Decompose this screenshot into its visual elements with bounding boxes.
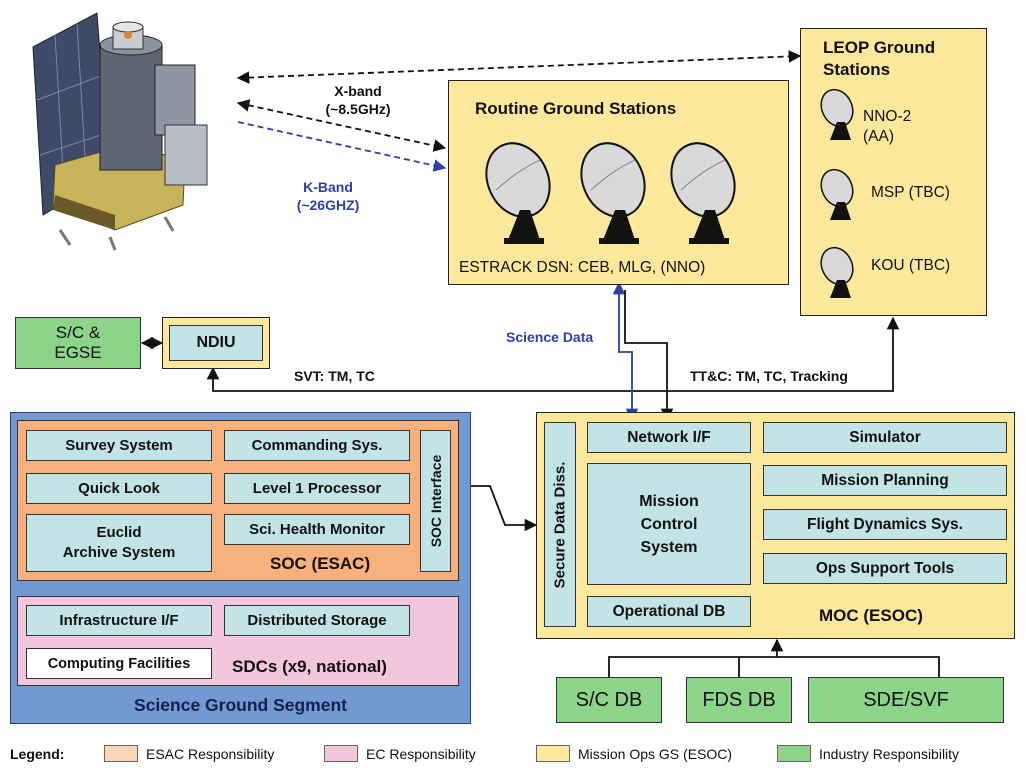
commanding-system-module: Commanding Sys. — [224, 430, 410, 461]
science-data-label: Science Data — [506, 329, 594, 345]
network-if-module: Network I/F — [587, 422, 751, 453]
level1-processor-module: Level 1 Processor — [224, 473, 410, 504]
spacecraft-illustration — [32, 12, 208, 251]
sc-egse-box: S/C & EGSE — [15, 317, 141, 369]
satellite-dish-icon — [580, 142, 646, 244]
legend-text-ec: EC Responsibility — [366, 746, 476, 762]
kband-frequency-label: (~26GHZ) — [296, 197, 360, 213]
xband-link-routine — [236, 99, 447, 152]
sgs-title: Science Ground Segment — [134, 694, 347, 715]
soc-interface-module: SOC Interface — [420, 430, 451, 572]
routine-dishes — [485, 142, 736, 244]
routine-caption: ESTRACK DSN: CEB, MLG, (NNO) — [459, 259, 706, 276]
xband-link-leop — [236, 50, 802, 84]
kband-link — [237, 121, 447, 172]
legend-text-esac: ESAC Responsibility — [146, 746, 275, 762]
sde-svf-box: SDE/SVF — [808, 677, 1004, 723]
sdc-title: SDCs (x9, national) — [232, 657, 387, 676]
routine-title: Routine Ground Stations — [475, 99, 677, 118]
legend-swatch-ec — [324, 745, 358, 762]
soc-title: SOC (ESAC) — [270, 554, 371, 573]
legend-swatch-esac — [104, 745, 138, 762]
svt-ttc-link — [206, 316, 900, 392]
legend-text-mission-ops: Mission Ops GS (ESOC) — [578, 746, 733, 762]
secure-data-dissemination-module: Secure Data Diss. — [544, 422, 576, 627]
ndiu-box: NDIU — [169, 325, 263, 361]
legend-label: Legend: — [10, 746, 65, 762]
satellite-dish-icon — [485, 142, 551, 244]
legend-text-industry: Industry Responsibility — [819, 746, 960, 762]
flight-dynamics-system-module: Flight Dynamics Sys. — [763, 509, 1007, 540]
euclid-archive-system-module: Euclid Archive System — [26, 514, 212, 572]
leop-station-kou: KOU (TBC) — [871, 257, 951, 274]
svt-label: SVT: TM, TC — [294, 368, 375, 384]
ops-support-tools-module: Ops Support Tools — [763, 553, 1007, 584]
leop-dishes — [820, 88, 854, 298]
science-data-link — [612, 281, 639, 422]
moc-title: MOC (ESOC) — [819, 606, 923, 625]
operational-db-module: Operational DB — [587, 596, 751, 627]
leop-station-nno2: NNO-2 (AA) — [863, 108, 912, 145]
sc-db-box: S/C DB — [556, 677, 662, 723]
leop-title: LEOP Ground Stations — [823, 38, 936, 79]
fds-db-box: FDS DB — [686, 677, 792, 723]
leop-station-msp: MSP (TBC) — [871, 184, 950, 201]
ttc-label: TT&C: TM, TC, Tracking — [690, 368, 848, 384]
mission-control-system-module: Mission Control System — [587, 463, 751, 585]
satellite-dish-icon — [820, 168, 854, 220]
routine-network-link — [624, 290, 674, 422]
satellite-dish-icon — [820, 246, 854, 298]
infrastructure-if-module: Infrastructure I/F — [26, 605, 212, 636]
xband-frequency-label: (~8.5GHz) — [325, 101, 391, 117]
db-bus — [608, 656, 940, 677]
xband-label: X-band — [334, 83, 382, 99]
survey-system-module: Survey System — [26, 430, 212, 461]
legend-swatch-industry — [777, 745, 811, 762]
mission-planning-module: Mission Planning — [763, 465, 1007, 496]
distributed-storage-module: Distributed Storage — [224, 605, 410, 636]
satellite-dish-icon — [670, 142, 736, 244]
science-health-monitor-module: Sci. Health Monitor — [224, 514, 410, 545]
quick-look-module: Quick Look — [26, 473, 212, 504]
kband-label: K-Band — [303, 179, 353, 195]
satellite-dish-icon — [820, 88, 854, 140]
soc-moc-link — [451, 479, 538, 532]
simulator-module: Simulator — [763, 422, 1007, 453]
computing-facilities-module: Computing Facilities — [26, 648, 212, 679]
legend-swatch-mission-ops — [536, 745, 570, 762]
ndiu-container: NDIU — [162, 317, 270, 369]
